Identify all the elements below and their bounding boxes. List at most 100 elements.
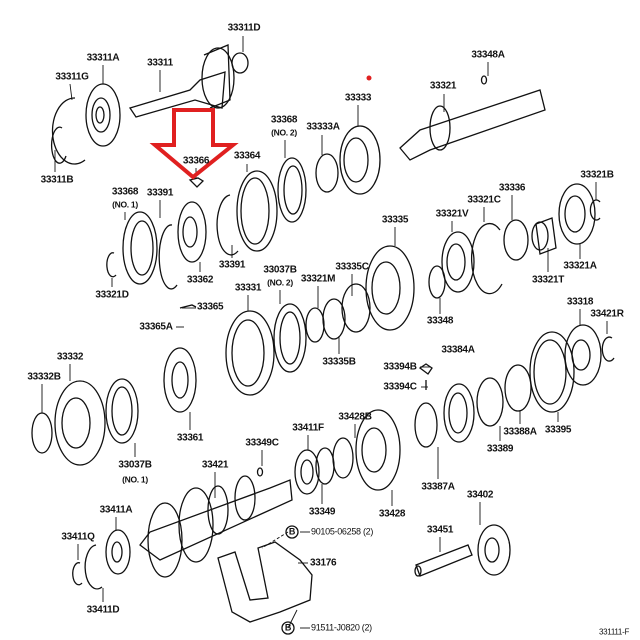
bolt-marker-1-letter: B — [288, 526, 296, 537]
label-no1: (NO. 1) — [112, 199, 138, 210]
hub-33361 — [163, 347, 197, 413]
leader-lines — [41, 36, 608, 629]
label-33331: 33331 — [234, 282, 262, 294]
reverse-gear-33402 — [477, 524, 511, 576]
label-33176: 33176 — [310, 557, 337, 569]
label-33336: 33336 — [498, 182, 526, 194]
label-33411D: 33411D — [86, 604, 120, 616]
label-33348A: 33348A — [471, 49, 505, 61]
label-33364: 33364 — [233, 150, 261, 162]
label-33389: 33389 — [486, 443, 514, 455]
key-33394B — [418, 363, 433, 375]
label-33311B: 33311B — [40, 174, 74, 186]
pin-33365 — [179, 304, 197, 309]
bearing-33411A — [105, 529, 131, 575]
label-33361: 33361 — [176, 432, 204, 444]
label-33365A: 33365A — [139, 321, 173, 333]
needle-bearing-33335C — [341, 283, 371, 333]
bearing-33332B — [31, 412, 53, 454]
label-33311D: 33311D — [227, 22, 261, 34]
hub-33384A — [443, 383, 475, 443]
label-33348: 33348 — [426, 315, 454, 327]
label-33387A: 33387A — [421, 481, 455, 493]
diagram-reference-code: 331111-F — [598, 627, 630, 637]
label-33333: 33333 — [344, 92, 372, 104]
label-33311A: 33311A — [86, 52, 120, 64]
label-33321T: 33321T — [531, 274, 565, 286]
label-33428: 33428 — [378, 508, 406, 520]
sleeve-33331 — [225, 310, 275, 396]
label-33395: 33395 — [544, 424, 572, 436]
bearing-33311D — [231, 52, 249, 74]
snap-ring-33311G — [51, 97, 86, 165]
gear-33335 — [365, 245, 415, 331]
label-33411A: 33411A — [99, 504, 133, 516]
label-33037B-no2: 33037B — [263, 264, 297, 276]
label-33402: 33402 — [466, 489, 494, 501]
highlight-arrow-icon — [149, 108, 239, 180]
output-shaft-33321 — [399, 75, 546, 161]
label-33394C: 33394C — [383, 381, 417, 393]
bearing-retainer-33176 — [217, 541, 313, 623]
label-33321B: 33321B — [580, 169, 614, 181]
bearing-33321V — [441, 231, 475, 293]
sync-ring-33368-no1 — [122, 211, 158, 285]
snap-ring-33321D — [106, 252, 117, 278]
label-no1-b: (NO. 1) — [122, 474, 148, 485]
label-33451: 33451 — [426, 524, 454, 536]
needle-bearing-33333A — [315, 153, 339, 193]
washer-33335B — [322, 298, 346, 340]
label-33321D: 33321D — [95, 289, 129, 301]
label-33332B: 33332B — [27, 371, 61, 383]
bearing-33311A — [85, 83, 121, 147]
needle-bearing-33428B — [332, 437, 354, 479]
label-33311G: 33311G — [55, 71, 89, 83]
snap-ring-33311B — [50, 126, 67, 164]
label-33335B: 33335B — [322, 356, 356, 368]
label-33332: 33332 — [56, 351, 84, 363]
label-33333A: 33333A — [306, 121, 340, 133]
label-33366: 33366 — [182, 155, 210, 167]
label-33391-a: 33391 — [146, 187, 174, 199]
countershaft-33421 — [139, 475, 293, 578]
bolt-part-91511-J0820: 91511-J0820 (2) — [311, 622, 372, 633]
label-33391-b: 33391 — [218, 259, 246, 271]
label-33365: 33365 — [197, 301, 224, 313]
label-33368-no1: 33368 — [111, 186, 139, 198]
bearing-33318 — [564, 324, 602, 386]
label-33318: 33318 — [566, 296, 594, 308]
label-33394B: 33394B — [383, 361, 417, 373]
bearing-33411F — [294, 449, 320, 495]
spacer-33321T — [531, 217, 557, 255]
bolt-part-90105-06258: 90105-06258 (2) — [311, 526, 374, 537]
sleeve-33364 — [236, 170, 278, 252]
label-33037B-no1: 33037B — [118, 459, 152, 471]
bolt-marker-b-1 — [285, 525, 299, 539]
bolt-marker-b-2 — [281, 621, 295, 635]
label-33411Q: 33411Q — [61, 531, 95, 543]
label-33321V: 33321V — [435, 208, 469, 220]
key-spring-33391b — [216, 194, 239, 256]
label-33388A: 33388A — [503, 426, 537, 438]
snap-ring-33421R — [601, 336, 615, 362]
snap-ring-33321B — [589, 199, 601, 221]
gear-33336 — [503, 219, 529, 261]
label-33368-no2: 33368 — [270, 114, 298, 126]
ball-33349C — [256, 467, 264, 477]
label-33321A: 33321A — [563, 260, 597, 272]
label-33362: 33362 — [186, 274, 214, 286]
gear-33332 — [54, 380, 106, 466]
snap-ring-33411Q — [72, 562, 83, 586]
sleeve-33388A — [504, 364, 532, 412]
snap-ring-33411D — [84, 544, 103, 590]
label-33335C: 33335C — [335, 261, 369, 273]
plate-33387A — [414, 402, 438, 448]
ring-33389 — [476, 377, 504, 427]
label-33421: 33421 — [201, 459, 229, 471]
label-33384A: 33384A — [441, 344, 475, 356]
bearing-33321A — [558, 183, 596, 245]
snap-ring-33321M — [305, 307, 325, 343]
sync-ring-33368-no2 — [277, 157, 307, 223]
